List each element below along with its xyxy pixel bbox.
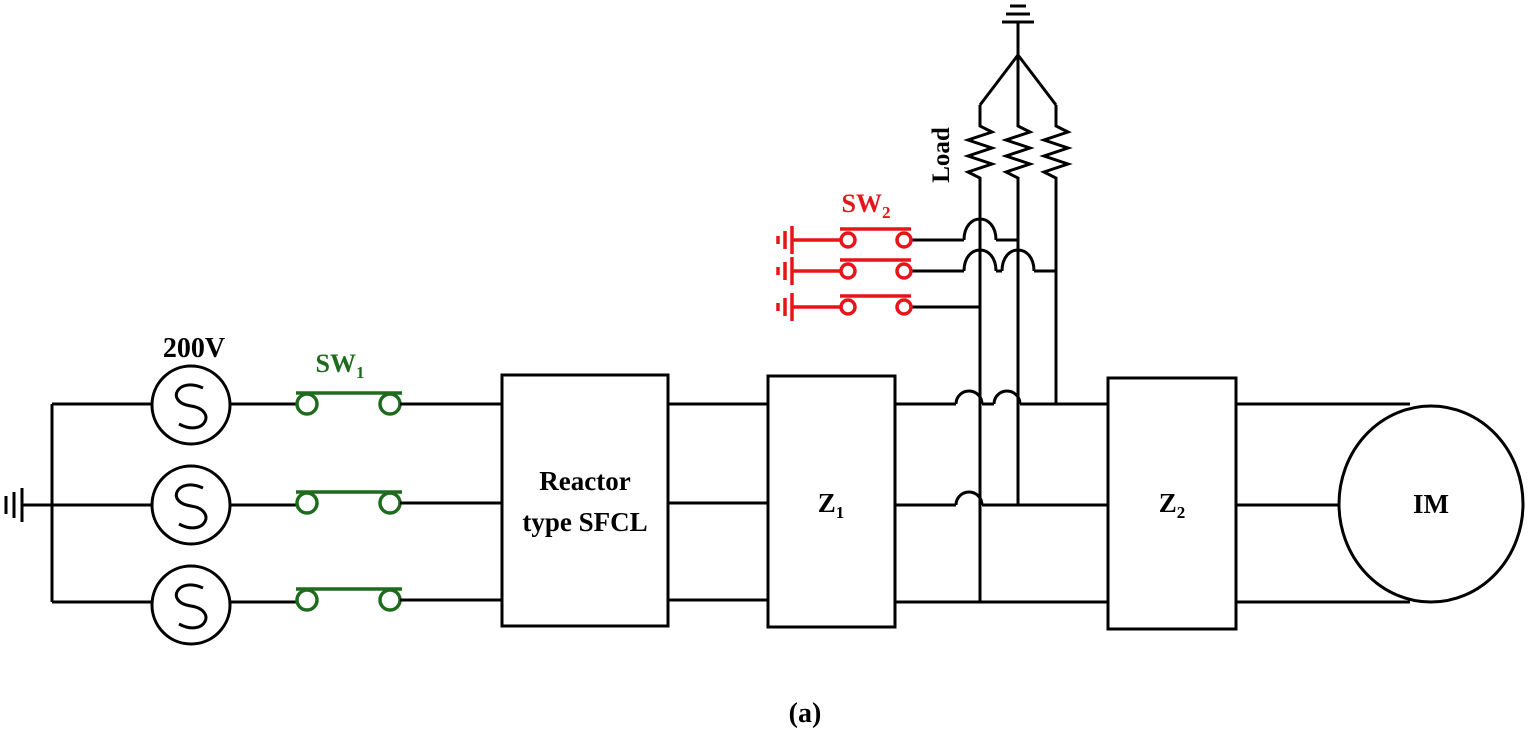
tap-wires xyxy=(978,186,1058,602)
sw2-ground-symbols xyxy=(776,226,794,321)
motor-label: IM xyxy=(1413,489,1449,519)
z1-z2-wires xyxy=(895,389,1108,604)
ac-source-phase-c xyxy=(150,564,232,646)
sw2-label: SW2 xyxy=(842,189,891,222)
z1-block xyxy=(766,374,897,629)
source-wires xyxy=(52,402,296,604)
sw2-switch xyxy=(792,227,913,316)
figure-caption: (a) xyxy=(789,698,822,729)
source-ground xyxy=(4,404,54,602)
sw2-fault-wires xyxy=(908,217,1056,309)
induction-motor xyxy=(1337,404,1525,604)
z2-block xyxy=(1106,376,1238,631)
sfcl-block xyxy=(500,373,670,628)
sfcl-label-line2: type SFCL xyxy=(522,507,647,537)
z2-label: Z2 xyxy=(1159,488,1186,522)
sw1-label: SW1 xyxy=(316,349,365,382)
sw1-output-wires xyxy=(400,402,502,602)
z2-output-wires xyxy=(1236,402,1410,604)
load-neutral-ground xyxy=(1002,4,1034,24)
load-resistors xyxy=(963,22,1073,186)
sfcl-label-line1: Reactor xyxy=(539,466,630,496)
ac-source-phase-a xyxy=(150,364,232,446)
ac-source-phase-b xyxy=(150,464,232,546)
z1-label: Z1 xyxy=(818,488,845,522)
source-voltage-label: 200V xyxy=(163,333,225,364)
sfcl-output-wires xyxy=(668,402,768,602)
sw1-switch xyxy=(295,391,402,612)
load-label: Load xyxy=(928,127,955,183)
